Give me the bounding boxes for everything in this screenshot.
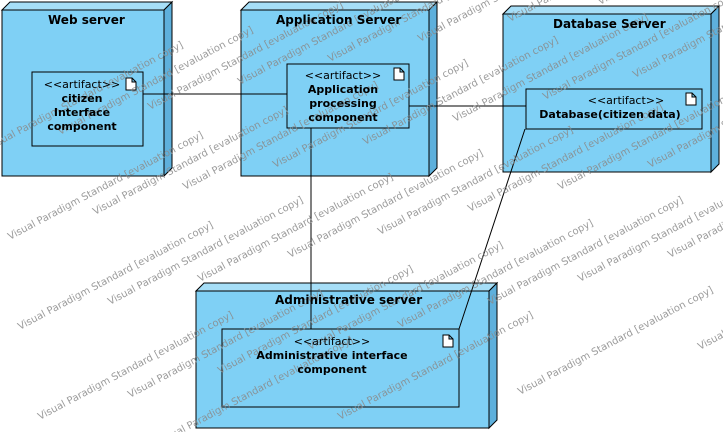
document-icon bbox=[685, 92, 697, 106]
artifact-db: <<artifact>> Database(citizen data) bbox=[526, 94, 686, 122]
artifact-admin-box[interactable] bbox=[221, 328, 460, 408]
document-icon bbox=[125, 77, 137, 91]
artifact-app: <<artifact>> Application processing comp… bbox=[287, 69, 399, 125]
document-icon bbox=[393, 67, 405, 81]
watermark-text: Visual Paradigm Standard [evaluation cop… bbox=[516, 285, 715, 398]
artifact-boxes bbox=[31, 63, 703, 408]
node-title-web: Web server bbox=[48, 13, 125, 27]
connectors bbox=[143, 93, 526, 330]
artifact-app-stereotype: <<artifact>> bbox=[304, 69, 382, 82]
document-icon bbox=[442, 334, 454, 348]
artifact-db-name: Database(citizen data) bbox=[539, 108, 681, 121]
node-title-db: Database Server bbox=[553, 17, 666, 31]
artifact-admin-name: Administrative interface component bbox=[256, 349, 408, 376]
artifact-web-box[interactable] bbox=[31, 71, 144, 147]
node-title-admin: Administrative server bbox=[275, 293, 423, 307]
artifact-app-name: Application processing component bbox=[307, 83, 379, 124]
watermark-text: Visual Paradigm Standard [evaluation cop… bbox=[576, 172, 723, 285]
watermark-text: Visual Paradigm Standard [evaluation cop… bbox=[486, 195, 685, 308]
artifact-web: <<artifact>> citizen Interface component bbox=[32, 78, 132, 134]
watermark-text: Visual Paradigm Standard [evaluation cop… bbox=[16, 220, 215, 333]
node-title-app: Application Server bbox=[276, 13, 402, 27]
watermark-text: Visual Paradigm Standard [evaluation cop… bbox=[196, 172, 395, 285]
artifact-web-stereotype: <<artifact>> bbox=[43, 78, 121, 91]
artifact-db-stereotype: <<artifact>> bbox=[587, 94, 665, 107]
artifact-app-box[interactable] bbox=[286, 63, 410, 129]
artifact-admin: <<artifact>> Administrative interface co… bbox=[222, 335, 442, 377]
artifact-db-box[interactable] bbox=[525, 88, 703, 130]
artifact-icons bbox=[125, 67, 697, 348]
node-admin-top bbox=[194, 282, 499, 292]
artifact-admin-stereotype: <<artifact>> bbox=[293, 335, 371, 348]
connector-db-admin[interactable] bbox=[458, 128, 526, 330]
node-web-top bbox=[0, 1, 174, 11]
artifact-web-name: citizen Interface component bbox=[47, 92, 117, 133]
